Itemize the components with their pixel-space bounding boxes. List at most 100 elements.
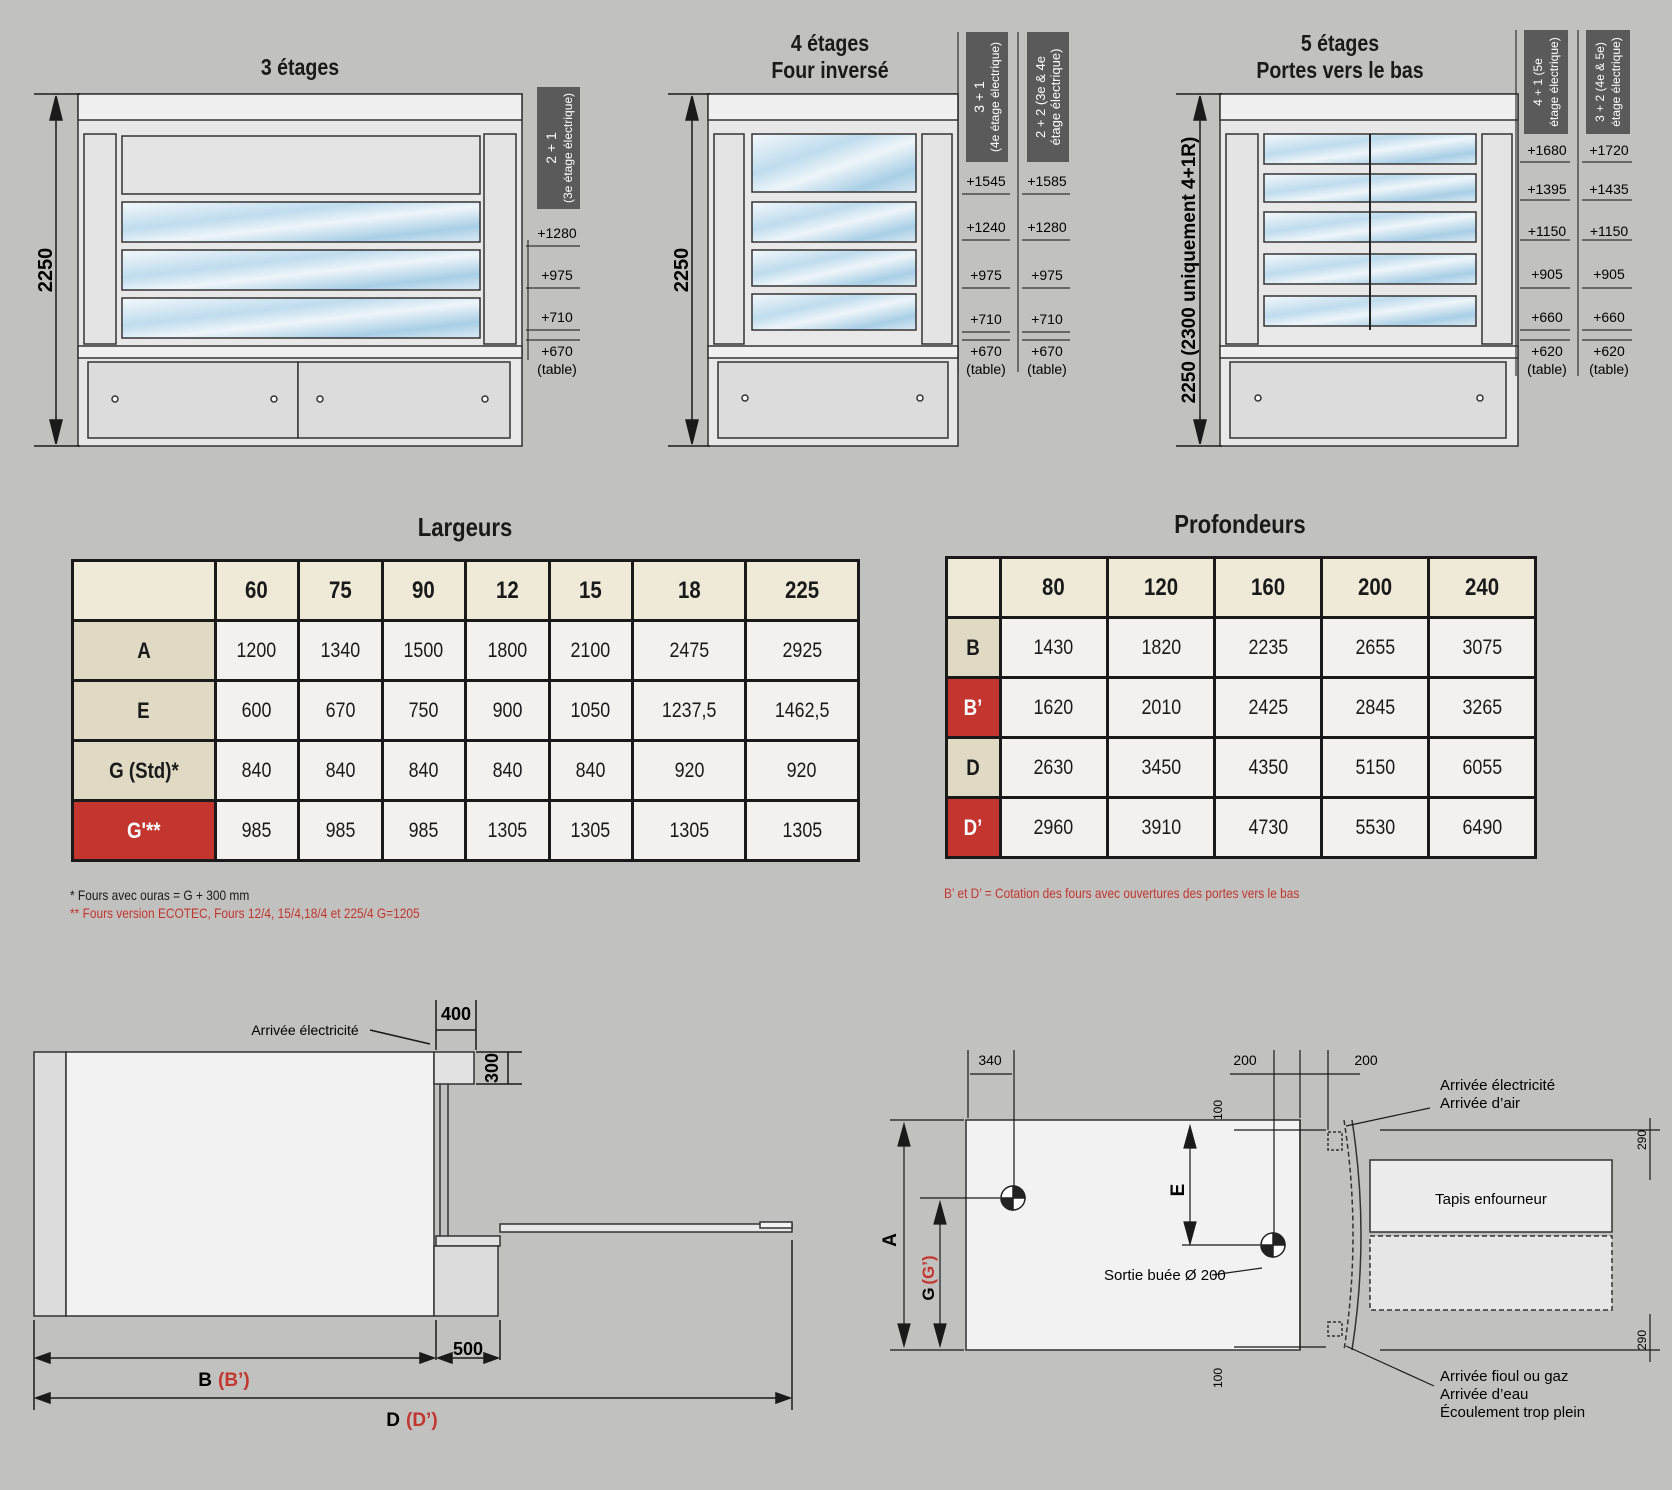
oven-4-height-dim <box>668 93 710 447</box>
largeurs-row-header: G (Std)* <box>71 739 217 802</box>
largeurs-header-label: 12 <box>495 576 519 604</box>
largeurs-cell: 2100 <box>547 619 635 682</box>
profondeurs-cell: 4730 <box>1212 796 1323 859</box>
largeurs-cell-value: 840 <box>575 758 606 782</box>
largeurs-header-cell: 90 <box>380 559 468 622</box>
largeurs-header-label: 225 <box>784 576 820 604</box>
profondeurs-cell: 4350 <box>1212 736 1323 799</box>
oven-5-tagA-l2: étage électrique) <box>1547 37 1561 126</box>
title-oven-5-line2: Portes vers le bas <box>1256 57 1424 83</box>
oven-5-levelA: (table) <box>1527 361 1567 377</box>
profondeurs-row-label: D <box>966 754 981 780</box>
largeurs-header-cell: 225 <box>744 559 860 622</box>
top-view-dims <box>890 1050 1660 1387</box>
profondeurs-cell: 2960 <box>998 796 1109 859</box>
oven-4-level-lines <box>957 32 1070 372</box>
largeurs-cell-value: 840 <box>325 758 356 782</box>
oven-5-tagB-bg <box>1586 30 1630 134</box>
oven-4-tagB-l2: étage électrique) <box>1048 49 1063 146</box>
profondeurs-row-label: B <box>966 634 981 660</box>
largeurs-header-cell: 15 <box>547 559 635 622</box>
oven-4-levelA: (table) <box>966 361 1006 377</box>
profondeurs-header-cell: 240 <box>1426 556 1538 619</box>
largeurs-cell-value: 2475 <box>669 638 709 662</box>
oven-4-drawing <box>707 93 959 447</box>
profondeurs-cell: 1430 <box>998 616 1109 679</box>
largeurs-cell: 2475 <box>631 619 747 682</box>
profondeurs-header-label: 240 <box>1464 573 1499 601</box>
top-view-vents <box>1000 1185 1286 1258</box>
profondeurs-cell: 3075 <box>1426 616 1538 679</box>
profondeurs-header-label: 160 <box>1250 573 1285 601</box>
profondeurs-cell-value: 2960 <box>1033 815 1074 839</box>
largeurs-cell-value: 985 <box>241 818 272 842</box>
largeurs-cell: 985 <box>380 799 468 862</box>
largeurs-cell: 1305 <box>547 799 635 862</box>
largeurs-cell: 1305 <box>744 799 860 862</box>
oven-4-tagB-l1: 2 + 2 (3e & 4e <box>1033 56 1048 138</box>
largeurs-cell-value: 2100 <box>570 638 611 662</box>
largeurs-cell-value: 1305 <box>487 818 528 842</box>
largeurs-header-label: 18 <box>677 576 701 604</box>
largeurs-cell-value: 1305 <box>782 818 822 842</box>
largeurs-cell-value: 1462,5 <box>774 698 830 722</box>
profondeurs-cell-value: 1620 <box>1033 695 1074 719</box>
top-dim-290b: 290 <box>1635 1330 1649 1350</box>
largeurs-cell-value: 840 <box>241 758 272 782</box>
side-view-dims <box>33 1000 793 1410</box>
oven-5-height-dim <box>1176 93 1222 447</box>
profondeurs-header-cell: 200 <box>1319 556 1430 619</box>
largeurs-cell-value: 985 <box>325 818 356 842</box>
oven-3-level: (table) <box>537 361 577 377</box>
largeurs-cell: 1305 <box>464 799 551 862</box>
profondeurs-cell-value: 3450 <box>1141 755 1181 779</box>
oven-5-tagB-l2: étage électrique) <box>1609 37 1623 126</box>
title-oven-5-line1: 5 étages <box>1300 30 1380 56</box>
largeurs-row-header: G'** <box>71 799 217 862</box>
oven-5-levelB: +660 <box>1593 309 1625 325</box>
largeurs-cell: 985 <box>297 799 384 862</box>
largeurs-cell: 840 <box>380 739 468 802</box>
oven-5-levelB: +1150 <box>1590 223 1628 239</box>
largeurs-cell-value: 840 <box>408 758 439 782</box>
oven-3-tag-l1: 2 + 1 <box>543 132 559 164</box>
largeurs-cell: 1340 <box>297 619 384 682</box>
largeurs-row-label: G (Std)* <box>108 757 179 783</box>
largeurs-header-label: 15 <box>579 576 603 604</box>
profondeurs-cell-value: 1820 <box>1141 635 1181 659</box>
profondeurs-cell-value: 1430 <box>1033 635 1074 659</box>
top-elec-label: Arrivée électricité <box>1440 1077 1555 1094</box>
profondeurs-cell: 3265 <box>1426 676 1538 739</box>
oven-5-levelB: +1720 <box>1589 142 1629 158</box>
top-buee-label: Sortie buée Ø 200 <box>1104 1267 1226 1284</box>
top-ecoul-label: Écoulement trop plein <box>1440 1404 1585 1421</box>
profondeurs-cell: 2845 <box>1319 676 1430 739</box>
largeurs-header-cell: 12 <box>464 559 551 622</box>
profondeurs-cell-value: 2630 <box>1033 755 1074 779</box>
oven-5-levelA: +1680 <box>1527 142 1567 158</box>
largeurs-cell: 1237,5 <box>631 679 747 742</box>
side-d-label: D <box>386 1410 400 1431</box>
largeurs-row-label: A <box>137 637 151 663</box>
oven-4-height: 2250 <box>671 248 693 293</box>
top-fioul-label: Arrivée fioul ou gaz <box>1440 1368 1568 1385</box>
oven-4-levelA: +710 <box>970 311 1002 327</box>
profondeurs-row-header: B <box>945 616 1002 679</box>
top-e-label: E <box>1168 1184 1189 1197</box>
profondeurs-header-label: 200 <box>1357 573 1392 601</box>
largeurs-cell-value: 1237,5 <box>661 698 717 722</box>
oven-4-levelB: +1585 <box>1027 173 1067 189</box>
profondeurs-cell-value: 2425 <box>1248 695 1288 719</box>
largeurs-note-1: * Fours avec ouras = G + 300 mm <box>70 887 250 903</box>
profondeurs-cell-value: 5530 <box>1355 815 1395 839</box>
largeurs-cell-value: 920 <box>787 758 817 782</box>
largeurs-cell-value: 1340 <box>320 638 361 662</box>
largeurs-cell: 1500 <box>380 619 468 682</box>
oven-3-levels <box>526 240 580 360</box>
top-dim-290a: 290 <box>1635 1130 1649 1150</box>
